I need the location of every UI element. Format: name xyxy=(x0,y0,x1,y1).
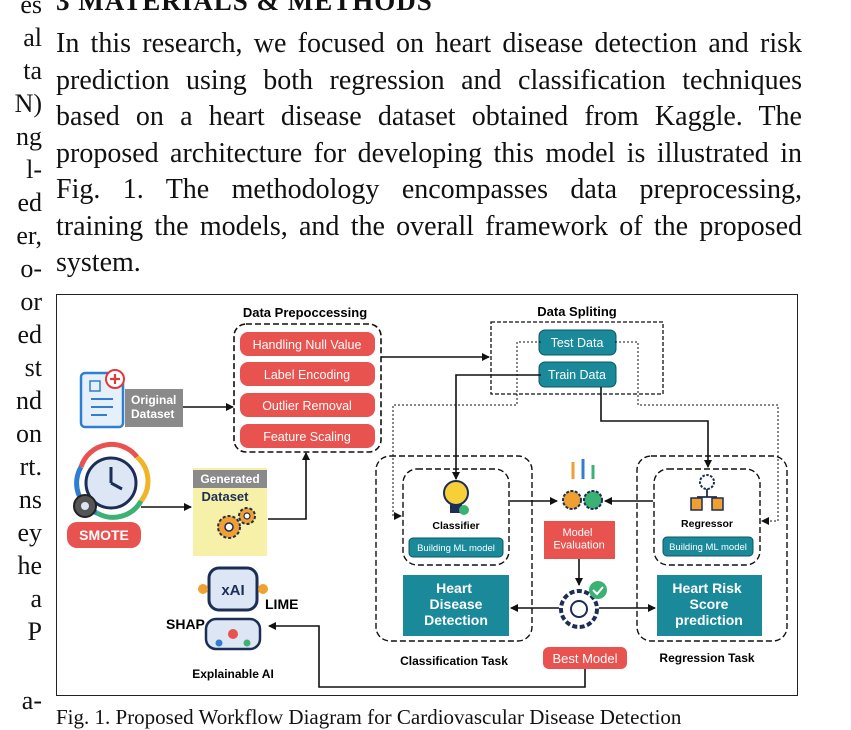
best-model-label: Best Model xyxy=(552,651,617,666)
preprocessing-step: Outlier Removal xyxy=(240,393,375,417)
left-fragment: al xyxy=(23,23,42,52)
smote-badge xyxy=(67,522,141,548)
label-line: Disease xyxy=(430,596,483,612)
model-evaluation-box xyxy=(544,521,615,559)
original-dataset-line1: Original xyxy=(131,393,176,407)
original-dataset-label-box xyxy=(125,389,183,427)
left-fragment: ed xyxy=(17,320,42,349)
label-line: prediction xyxy=(675,612,743,628)
regressor-label: Regressor xyxy=(681,518,733,530)
left-fragment: P xyxy=(27,617,42,646)
splitting-group xyxy=(490,321,664,395)
left-fragment: nd xyxy=(16,386,42,415)
left-fragment: ey xyxy=(17,518,42,547)
classifier-label: Classifier xyxy=(432,520,479,532)
left-fragment: es xyxy=(20,0,42,19)
regressor-building-box xyxy=(662,536,754,557)
workflow-diagram: Data Prepoccessing Handling Null Value L… xyxy=(67,304,788,688)
left-fragment: o- xyxy=(20,254,42,283)
test-data-label: Test Data xyxy=(551,336,604,350)
label-line: Evaluation xyxy=(553,540,604,552)
original-dataset-label: Original Dataset xyxy=(131,393,180,421)
left-fragment: a xyxy=(30,584,42,613)
regressor-box xyxy=(653,468,761,566)
preprocessing-step-label: Feature Scaling xyxy=(263,430,351,444)
left-fragment: N) xyxy=(14,89,42,118)
xai-badge: xAI xyxy=(221,582,244,599)
best-model-box xyxy=(543,647,627,669)
generated-tag-box xyxy=(193,470,267,488)
preprocessing-step: Label Encoding xyxy=(240,362,375,386)
left-fragment: he xyxy=(17,551,42,580)
arrow-train-to-classifier xyxy=(452,374,541,480)
arrow-best-to-xai xyxy=(268,622,586,688)
arrow-train-to-regressor xyxy=(600,387,712,468)
risk-prediction-box xyxy=(657,575,762,636)
train-data-label: Train Data xyxy=(548,368,606,382)
diagram-connectors xyxy=(141,353,712,688)
robot-icon xyxy=(198,566,268,651)
left-fragment: or xyxy=(20,287,42,316)
left-fragment: on xyxy=(16,419,42,448)
classification-task-label: Classification Task xyxy=(400,654,508,668)
smote-label: SMOTE xyxy=(79,527,129,543)
detection-line: Heart xyxy=(436,580,472,596)
evaluation-gears-icon xyxy=(562,459,603,510)
document-icon xyxy=(79,369,125,429)
model-evaluation-line: Model xyxy=(562,527,592,539)
left-column-fragments: es al ta N) ng l- ed er, o- or ed st nd … xyxy=(0,0,44,726)
arrow-generated-to-preprocess xyxy=(268,452,310,520)
test-data-connectors xyxy=(392,341,779,525)
label-line: Dataset xyxy=(131,407,174,421)
risk-prediction-line: Heart Risk xyxy=(672,580,741,596)
left-fragment: rt. xyxy=(19,452,42,481)
figure-frame: Data Prepoccessing Handling Null Value L… xyxy=(56,294,798,696)
check-gear-icon xyxy=(559,581,607,629)
left-fragment: ed xyxy=(17,188,42,217)
detection-box xyxy=(403,575,509,636)
preprocessing-step-label: Label Encoding xyxy=(264,368,350,382)
generated-dataset-label: Dataset xyxy=(202,489,250,504)
lightbulb-icon xyxy=(443,480,469,515)
classifier-building-box xyxy=(408,537,504,558)
left-fragment: er, xyxy=(16,221,42,250)
gears-icon xyxy=(217,507,256,539)
splitting-title: Data Spliting xyxy=(537,304,617,319)
model-evaluation-label: Model Evaluation xyxy=(553,527,604,552)
left-fragment: l- xyxy=(26,155,42,184)
label-line: Detection xyxy=(424,612,488,628)
preprocessing-step: Handling Null Value xyxy=(240,332,375,356)
regressor-building-label: Building ML model xyxy=(669,542,747,553)
classification-group xyxy=(375,455,533,642)
network-gear-icon xyxy=(690,474,724,511)
regression-group xyxy=(636,455,788,642)
preprocessing-step: Feature Scaling xyxy=(240,424,375,448)
generated-tag: Generated xyxy=(200,472,259,486)
preprocessing-step-label: Outlier Removal xyxy=(262,399,352,413)
dotted-arrow-test-to-classifier xyxy=(392,341,541,520)
body-paragraph: In this research, we focused on heart di… xyxy=(56,28,802,278)
left-fragment: ng xyxy=(16,122,42,151)
figure-caption: Fig. 1. Proposed Workflow Diagram for Ca… xyxy=(56,705,682,729)
section-heading: 3 MATERIALS & METHODS xyxy=(56,0,433,16)
shap-label: SHAP xyxy=(166,616,205,632)
label-line: Score xyxy=(690,596,729,612)
preprocessing-step-label: Handling Null Value xyxy=(253,338,362,352)
left-fragment: a- xyxy=(21,686,42,715)
dotted-arrow-test-to-regressor xyxy=(615,341,779,525)
preprocessing-title: Data Prepoccessing xyxy=(243,305,367,320)
left-fragment: st xyxy=(24,353,42,382)
classifier-building-label: Building ML model xyxy=(417,543,495,554)
left-fragment: ta xyxy=(23,56,42,85)
smote-clock-icon xyxy=(73,441,151,520)
lime-label: LIME xyxy=(265,596,298,612)
left-fragment: ns xyxy=(18,485,42,514)
regression-task-label: Regression Task xyxy=(659,651,754,665)
xai-label: Explainable AI xyxy=(192,667,274,681)
